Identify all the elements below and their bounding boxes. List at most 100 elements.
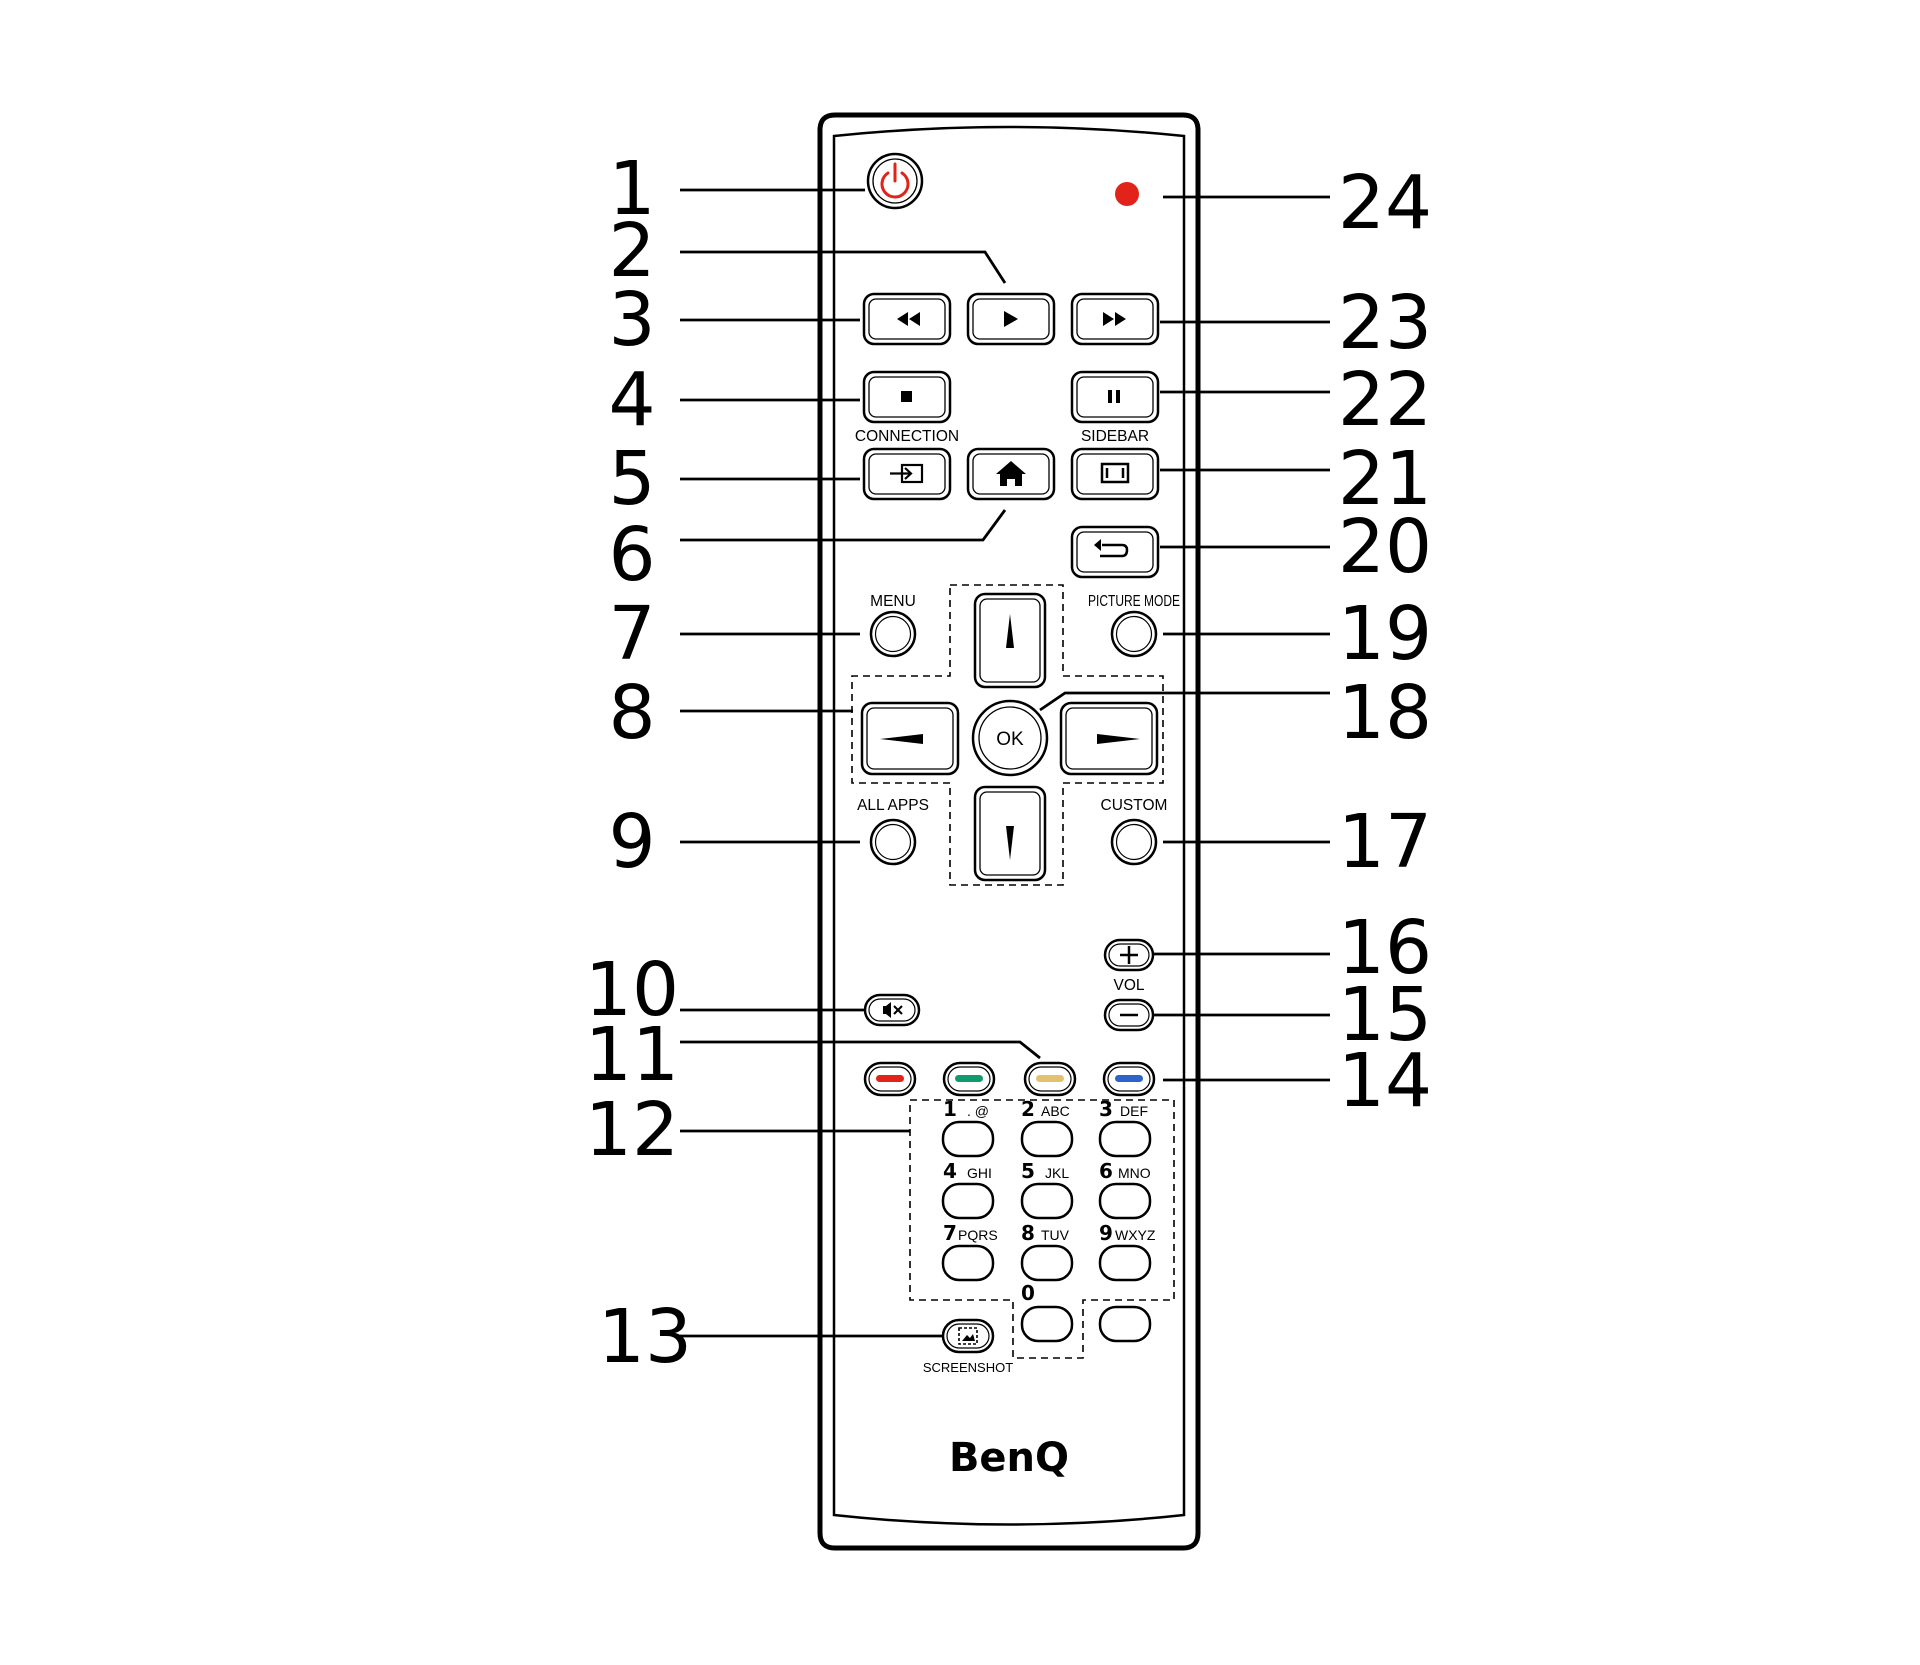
- vol-label: VOL: [1113, 977, 1144, 994]
- key-7-number: 7: [943, 1221, 957, 1245]
- callout-17: 17: [1338, 799, 1432, 885]
- callout-11: 11: [585, 1012, 679, 1098]
- rewind-button[interactable]: [862, 292, 952, 346]
- stop-icon: [901, 391, 912, 402]
- down-button[interactable]: [973, 785, 1047, 882]
- key-3-number: 3: [1099, 1097, 1113, 1121]
- ok-button[interactable]: OK: [971, 699, 1049, 777]
- key-6-button[interactable]: [1098, 1182, 1152, 1220]
- power-button[interactable]: [866, 152, 924, 210]
- key-0-number: 0: [1021, 1281, 1035, 1305]
- key-7-button[interactable]: [941, 1244, 995, 1282]
- callout-6: 6: [608, 512, 655, 598]
- numpad: 1 . @ 2 ABC 3 DEF 4 GHI 5 JKL 6 MNO 7 PQ…: [941, 1097, 1156, 1343]
- custom-button[interactable]: [1110, 818, 1158, 866]
- blue-button[interactable]: [1102, 1061, 1156, 1097]
- plus-icon: [1120, 946, 1138, 964]
- sidebar-button[interactable]: [1070, 447, 1160, 501]
- all-apps-button[interactable]: [869, 818, 917, 866]
- key-8-letters: TUV: [1041, 1227, 1070, 1243]
- unlabeled-button[interactable]: [1098, 1305, 1152, 1343]
- key-2-number: 2: [1021, 1097, 1035, 1121]
- play-button[interactable]: [966, 292, 1056, 346]
- sidebar-label: SIDEBAR: [1081, 428, 1149, 445]
- return-icon: [1094, 539, 1129, 558]
- key-4-button[interactable]: [941, 1182, 995, 1220]
- mute-icon: [883, 1002, 903, 1018]
- arrow-up-icon: [1006, 614, 1014, 648]
- callout-14: 14: [1338, 1038, 1432, 1124]
- callout-9: 9: [608, 799, 655, 885]
- all-apps-label: ALL APPS: [857, 797, 929, 814]
- arrow-down-icon: [1006, 826, 1014, 860]
- volume-up-button[interactable]: [1103, 938, 1155, 972]
- menu-button[interactable]: [869, 610, 917, 658]
- menu-label: MENU: [870, 593, 916, 610]
- red-button[interactable]: [863, 1061, 917, 1097]
- screenshot-button[interactable]: [941, 1318, 995, 1354]
- mute-button[interactable]: [863, 993, 921, 1027]
- home-button[interactable]: [966, 447, 1056, 501]
- dashed-outlines: [851, 584, 1175, 1359]
- right-button[interactable]: [1059, 701, 1159, 776]
- input-icon: [890, 463, 924, 484]
- screenshot-label: SCREENSHOT: [923, 1360, 1013, 1375]
- key-5-letters: JKL: [1045, 1165, 1069, 1181]
- callout-13: 13: [598, 1294, 692, 1380]
- pause-icon: [1108, 390, 1120, 403]
- key-2-button[interactable]: [1020, 1120, 1074, 1158]
- callout-20: 20: [1338, 504, 1432, 590]
- stop-button[interactable]: [862, 370, 952, 424]
- key-8-number: 8: [1021, 1221, 1035, 1245]
- callout-10: 10: [585, 947, 679, 1033]
- key-5-button[interactable]: [1020, 1182, 1074, 1220]
- left-button[interactable]: [860, 701, 960, 776]
- arrow-left-icon: [880, 734, 923, 744]
- callout-2: 2: [608, 208, 655, 294]
- callout-7: 7: [608, 591, 655, 677]
- key-2-letters: ABC: [1041, 1103, 1070, 1119]
- key-0-button[interactable]: [1020, 1305, 1074, 1343]
- key-1-letters: . @: [967, 1103, 989, 1119]
- connection-label: CONNECTION: [855, 428, 959, 445]
- screenshot-icon: [958, 1327, 978, 1345]
- picture-mode-label: PICTURE MODE: [1088, 593, 1180, 610]
- rewind-icon: [897, 312, 920, 326]
- callout-8: 8: [608, 670, 655, 756]
- arrow-right-icon: [1097, 734, 1140, 744]
- key-1-button[interactable]: [941, 1120, 995, 1158]
- power-icon: [880, 162, 910, 199]
- green-button[interactable]: [942, 1061, 996, 1097]
- key-9-button[interactable]: [1098, 1244, 1152, 1282]
- callout-5: 5: [608, 436, 655, 522]
- callout-24: 24: [1338, 160, 1432, 246]
- callout-15: 15: [1338, 972, 1432, 1058]
- callout-19: 19: [1338, 591, 1432, 677]
- return-button[interactable]: [1070, 525, 1160, 579]
- volume-down-button[interactable]: [1103, 998, 1155, 1032]
- callout-lines: [680, 188, 1330, 1338]
- connection-button[interactable]: [862, 447, 952, 501]
- key-6-letters: MNO: [1118, 1165, 1151, 1181]
- pause-button[interactable]: [1070, 370, 1160, 424]
- yellow-button[interactable]: [1023, 1061, 1077, 1097]
- callout-16: 16: [1338, 905, 1432, 991]
- key-4-letters: GHI: [967, 1165, 992, 1181]
- picture-mode-button[interactable]: [1110, 610, 1158, 658]
- callout-1: 1: [608, 146, 655, 232]
- ok-label: OK: [996, 729, 1024, 750]
- key-8-button[interactable]: [1020, 1244, 1074, 1282]
- callout-21: 21: [1338, 436, 1432, 522]
- home-icon: [996, 461, 1026, 486]
- up-button[interactable]: [973, 592, 1047, 689]
- callout-4: 4: [608, 357, 655, 443]
- fast-forward-button[interactable]: [1070, 292, 1160, 346]
- key-9-number: 9: [1099, 1221, 1113, 1245]
- callout-numbers: 1 2 3 4 5 6 7 8 9 10 11 12 13 24 23 22 2…: [585, 146, 1432, 1380]
- key-3-button[interactable]: [1098, 1120, 1152, 1158]
- key-6-number: 6: [1099, 1159, 1113, 1183]
- custom-label: CUSTOM: [1101, 797, 1168, 814]
- callout-3: 3: [608, 277, 655, 363]
- key-7-letters: PQRS: [958, 1227, 998, 1243]
